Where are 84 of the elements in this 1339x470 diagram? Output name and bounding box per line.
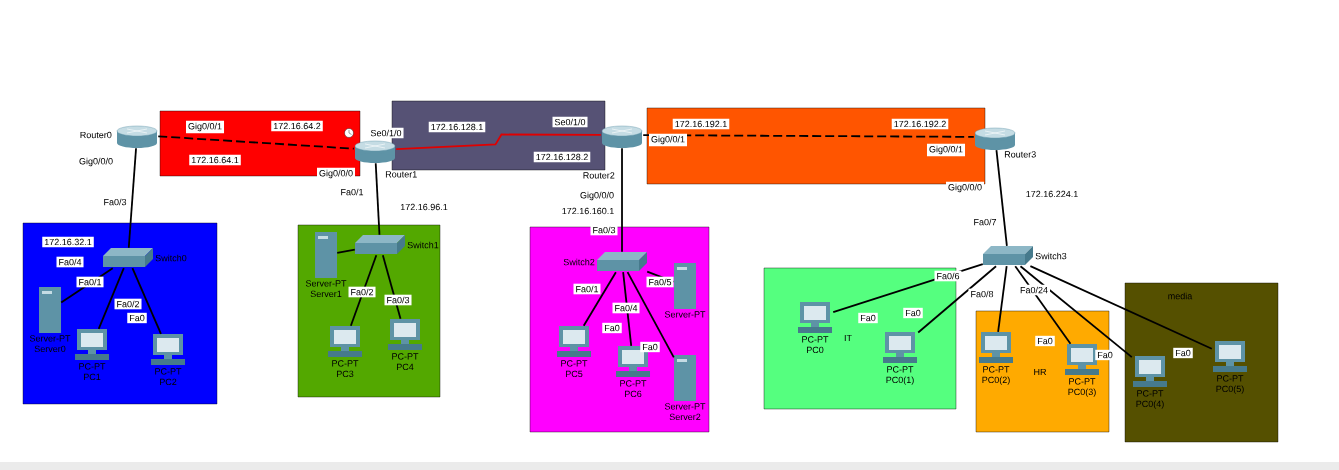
- device-label: Server-PT: [664, 311, 706, 318]
- device-label: Router3: [1004, 151, 1036, 158]
- interface-label: 172.16.160.1: [559, 205, 617, 217]
- device-label: PC-PT PC0(3): [1068, 378, 1096, 397]
- interface-label: Fa0: [640, 341, 660, 353]
- device-label: Router0: [80, 131, 112, 139]
- interface-label: 172.16.192.1: [672, 118, 730, 130]
- interface-label: Fa0: [903, 307, 923, 319]
- interface-label: Fa0: [1095, 349, 1115, 361]
- interface-label: 172.16.64.2: [271, 120, 323, 132]
- cable: [349, 254, 378, 327]
- device-label: PC-PT PC4: [392, 353, 419, 371]
- cable: [995, 149, 1008, 247]
- cable: [626, 271, 675, 359]
- device-label: Router2: [583, 172, 615, 179]
- interface-label: 172.16.192.2: [891, 118, 949, 130]
- interface-label: Se0/1/0: [552, 116, 588, 128]
- interface-label: Se0/1/0: [368, 127, 404, 139]
- device-label: PC-PT PC1: [79, 363, 106, 381]
- interface-label: Fa0/24: [1018, 284, 1050, 296]
- device-label: Switch1: [407, 241, 439, 249]
- interface-label: Fa0/1: [76, 276, 104, 288]
- device-label: Switch3: [1035, 252, 1067, 260]
- interface-label: Gig0/0/0: [578, 189, 616, 203]
- device-label: PC-PT PC6: [620, 380, 647, 398]
- interface-label: Gig0/0/0: [77, 155, 115, 169]
- cable: [621, 147, 623, 253]
- area-label: IT: [844, 334, 852, 342]
- cable: [622, 271, 633, 347]
- interface-label: Fa0/4: [56, 256, 84, 268]
- interface-label: Fa0/4: [612, 302, 640, 314]
- device-label: PC-PT PC2: [155, 368, 182, 386]
- interface-label: Fa0/1: [338, 186, 366, 198]
- interface-label: Fa0/3: [101, 196, 129, 208]
- cable: [131, 267, 162, 335]
- interface-label: Fa0: [858, 312, 878, 324]
- cable: [642, 134, 975, 138]
- device-label: Switch0: [155, 254, 187, 262]
- device-label: PC-PT PC0: [802, 336, 829, 354]
- interface-label: 172.16.128.2: [533, 151, 591, 163]
- interface-label: Fa0/3: [590, 224, 618, 236]
- cable: [157, 135, 355, 150]
- device-label: PC-PT PC0(2): [982, 366, 1010, 385]
- cable: [336, 248, 356, 254]
- interface-label: Fa0/7: [971, 216, 999, 228]
- device-label: Server-PT Server0: [29, 335, 71, 353]
- cable: [997, 265, 1008, 333]
- interface-label: Fa0: [602, 322, 622, 334]
- interface-label: 172.16.64.1: [189, 154, 241, 166]
- device-label: PC-PT PC5: [561, 360, 588, 378]
- interface-label: Fa0/3: [384, 294, 412, 306]
- cable: [917, 265, 997, 334]
- interface-label: 172.16.32.1: [42, 236, 94, 248]
- area-label: HR: [1034, 368, 1047, 376]
- serial-cable: [395, 133, 602, 150]
- cable: [381, 254, 402, 320]
- device-label: PC-PT PC0(1): [886, 366, 914, 385]
- interface-label: Fa0/8: [968, 288, 996, 300]
- device-label: PC-PT PC0(4): [1136, 390, 1164, 409]
- cable: [1019, 265, 1133, 359]
- cable: [1014, 265, 1072, 345]
- interface-label: 172.16.224.1: [1023, 188, 1081, 200]
- interface-label: Fa0/6: [934, 270, 962, 282]
- device-label: PC-PT PC3: [332, 360, 359, 378]
- device-label: PC-PT PC0(5): [1216, 375, 1244, 394]
- interface-label: Fa0/2: [348, 286, 376, 298]
- cable: [1029, 265, 1213, 350]
- interface-label: Fa0/5: [646, 276, 674, 288]
- device-label: Router1: [385, 171, 417, 178]
- area-label: media: [1168, 292, 1193, 300]
- interface-label: 172.16.128.1: [428, 121, 486, 133]
- cable: [374, 162, 381, 236]
- device-label: Switch2: [563, 258, 595, 266]
- cable: [97, 267, 125, 330]
- interface-label: 172.16.96.1: [398, 201, 450, 213]
- device-label: Server-PT Server2: [664, 403, 706, 421]
- device-label: Server-PT Server1: [305, 280, 347, 298]
- interface-label: Fa0: [127, 312, 147, 324]
- interface-label: Fa0: [1035, 335, 1055, 347]
- interface-label: Fa0: [1173, 347, 1193, 359]
- cable: [127, 147, 137, 249]
- interface-label: Fa0/1: [573, 283, 601, 295]
- interface-label: Fa0/2: [114, 298, 142, 310]
- cable: [582, 271, 617, 327]
